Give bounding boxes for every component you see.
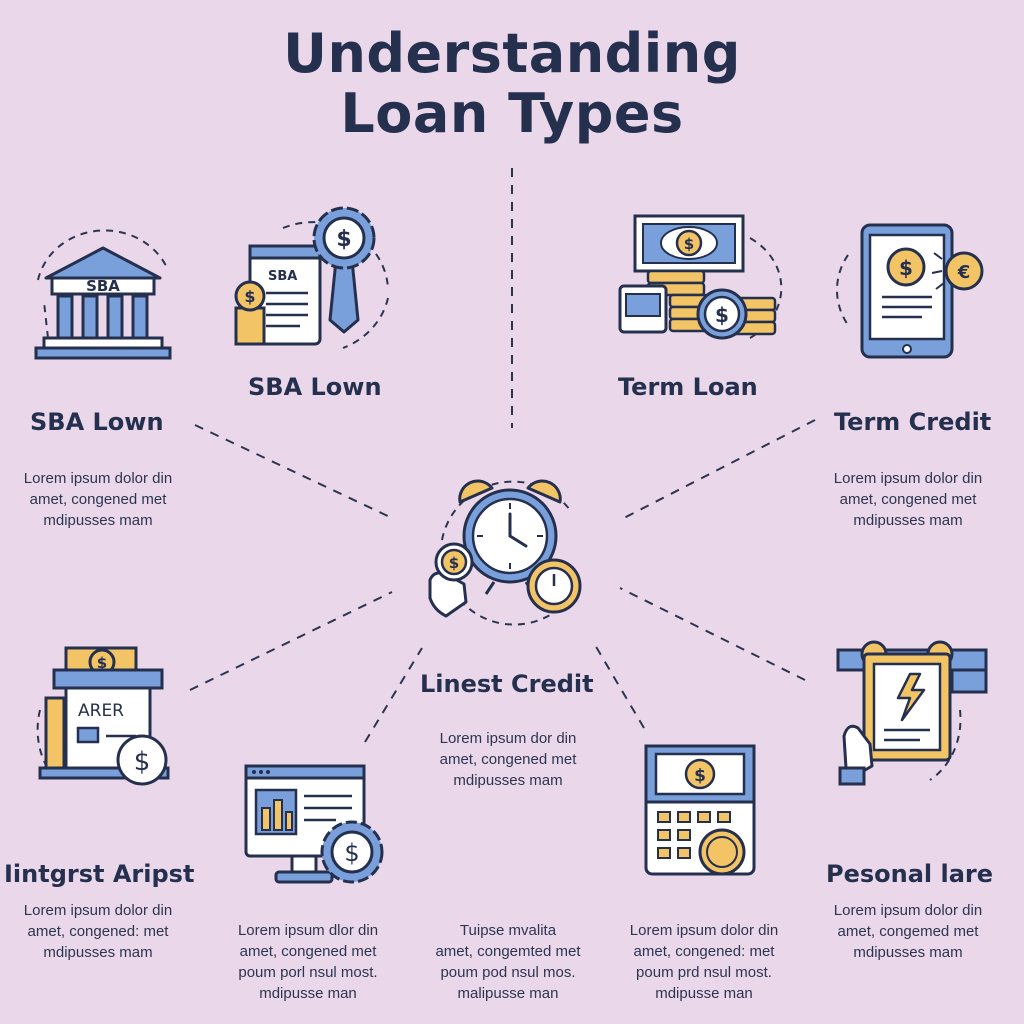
label-term-loan: Term Loan xyxy=(618,373,758,401)
connector-bottom-left xyxy=(364,647,423,743)
label-sba-lown-top: SBA Lown xyxy=(248,373,382,401)
desc-iintgrst-aripst: Lorem ipsum dolor din amet, congened: me… xyxy=(23,902,173,961)
svg-text:€: € xyxy=(957,262,971,283)
connector-upper-left xyxy=(194,424,393,519)
page-title: Understanding Loan Types xyxy=(0,24,1024,144)
monitor-gear-icon: $ xyxy=(244,764,384,884)
title-line-2: Loan Types xyxy=(340,82,684,145)
desc-linest-credit: Lorem ipsum dor din amet, congened met m… xyxy=(439,730,577,789)
label-iintgrst-aripst: Iintgrst Aripst xyxy=(4,860,195,888)
connector-lower-right xyxy=(619,587,806,681)
svg-text:$: $ xyxy=(344,839,359,867)
bank-sign-text: SBA xyxy=(86,277,120,295)
label-sba-lown-left: SBA Lown xyxy=(30,408,164,436)
label-linest-credit: Linest Credit xyxy=(420,670,594,698)
desc-center-bottom: Tuipse mvalita amet, congemted met poum … xyxy=(435,922,581,1002)
bank-building-icon: SBA xyxy=(34,229,172,360)
money-stack-icon: $ $ xyxy=(618,214,783,340)
calendar-cash-icon: $ xyxy=(644,744,756,876)
hand-bill-icon xyxy=(836,640,988,786)
doc-header-text: SBA xyxy=(268,269,297,284)
desc-calendar: Lorem ipsum dolor din amet, congened: me… xyxy=(629,922,779,1002)
sba-document-gear-icon: SBA $ $ xyxy=(234,206,389,349)
alarm-clock-coins-icon: $ xyxy=(428,479,582,626)
connector-bottom-right xyxy=(594,644,645,729)
store-banner-coin-icon: $ ARER $ xyxy=(36,646,170,786)
tablet-coins-icon: $ € xyxy=(836,223,984,359)
desc-term-credit: Lorem ipsum dolor din amet, congened met… xyxy=(833,470,983,529)
label-term-credit: Term Credit xyxy=(834,408,992,436)
svg-text:$: $ xyxy=(336,227,351,252)
title-line-1: Understanding xyxy=(283,22,741,85)
svg-text:$: $ xyxy=(684,235,694,253)
desc-pesonal-lare: Lorem ipsum dolor din amet, congemed met… xyxy=(833,902,983,961)
store-sign-text: ARER xyxy=(78,701,124,721)
desc-monitor: Lorem ipsum dlor din amet, congened met … xyxy=(237,922,379,1002)
svg-text:$: $ xyxy=(244,287,255,306)
svg-text:$: $ xyxy=(134,747,151,777)
connector-upper-right xyxy=(619,419,816,521)
label-pesonal-lare: Pesonal lare xyxy=(826,860,994,888)
svg-text:$: $ xyxy=(899,256,913,280)
svg-text:$: $ xyxy=(715,303,729,327)
desc-sba-lown: Lorem ipsum dolor din amet, congened met… xyxy=(23,470,173,529)
svg-text:$: $ xyxy=(694,766,706,786)
svg-text:$: $ xyxy=(97,654,107,672)
svg-text:$: $ xyxy=(449,554,459,572)
connector-lower-left xyxy=(189,591,393,691)
